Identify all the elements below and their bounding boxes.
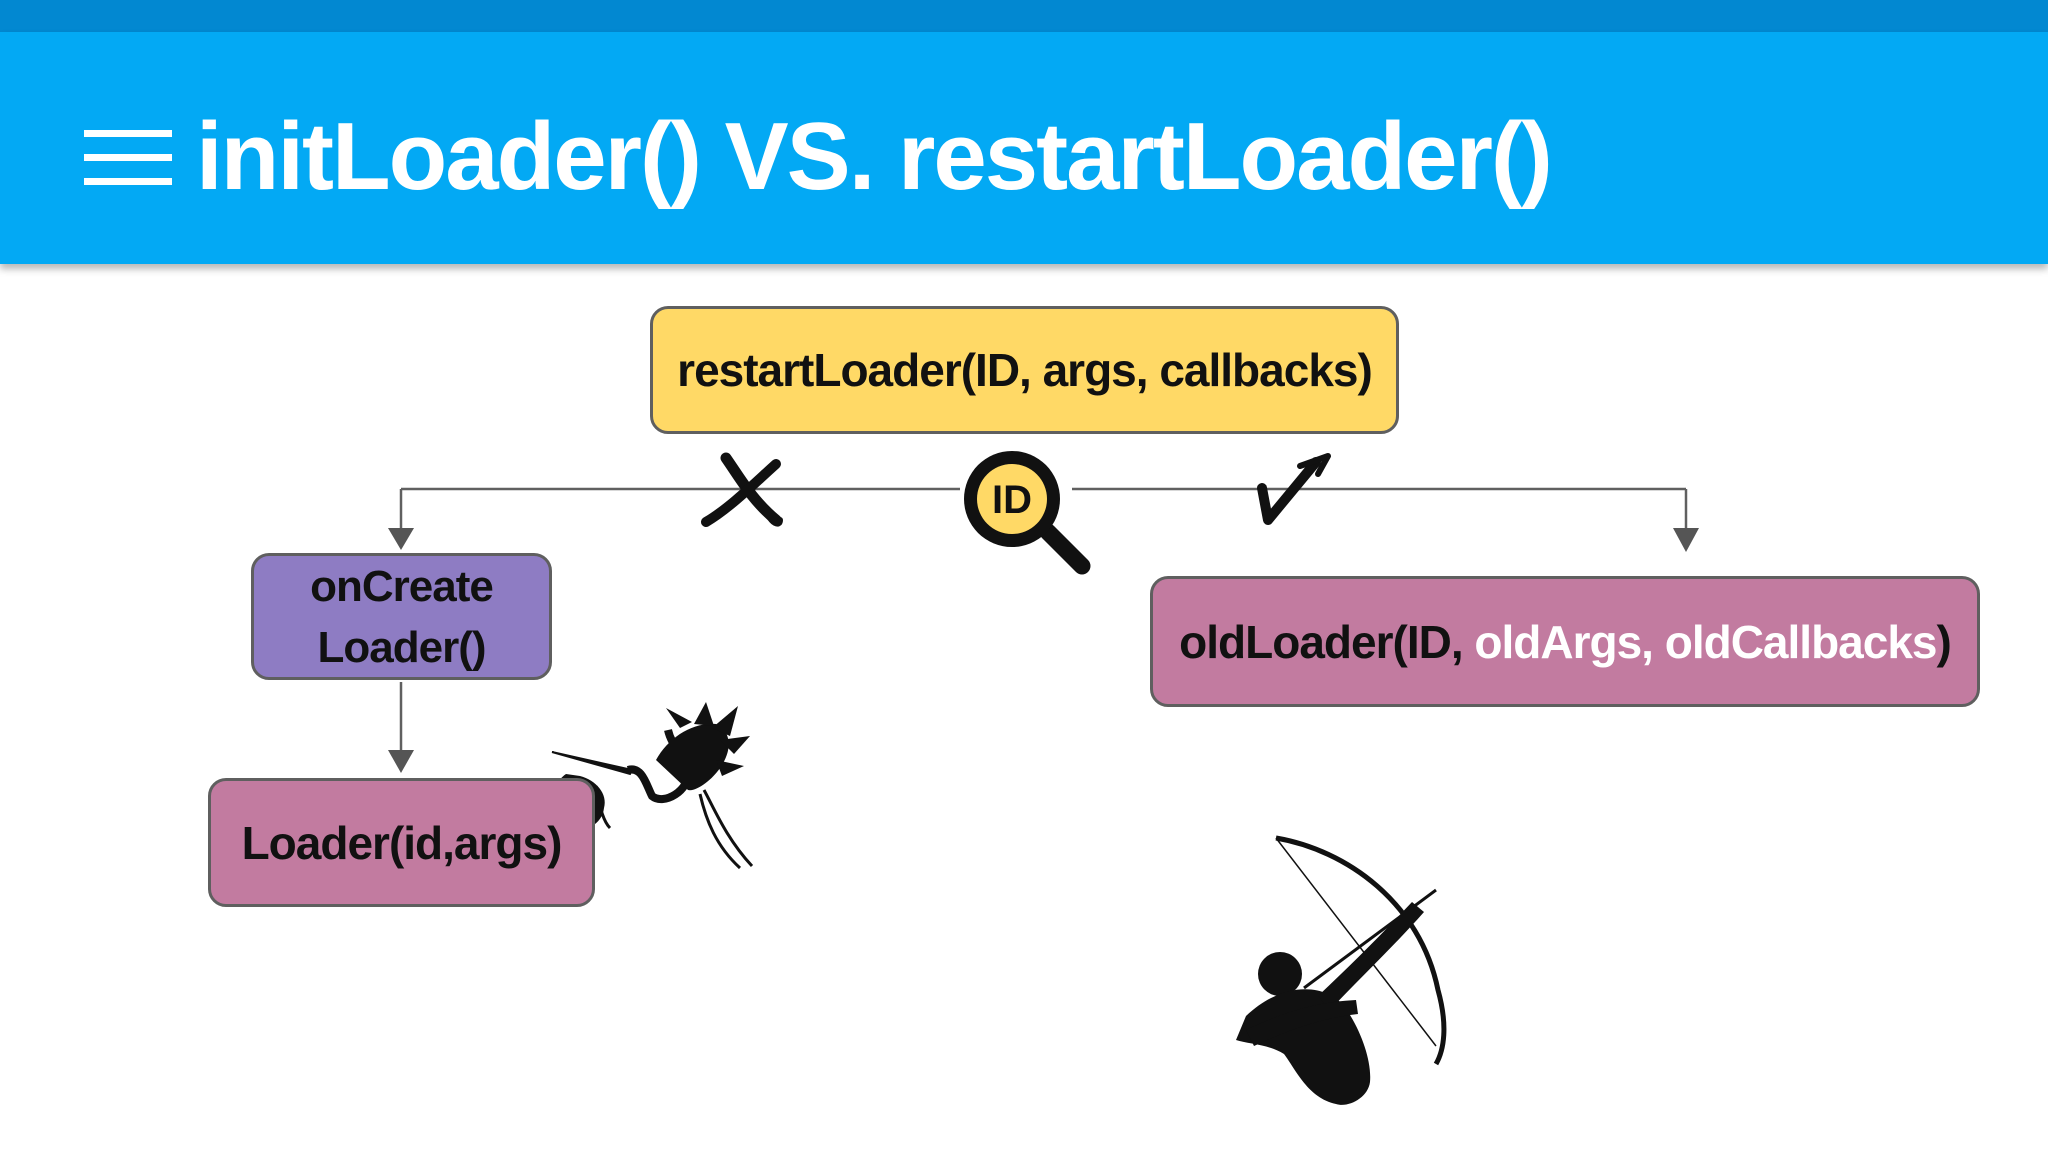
top-accent-strip [0,0,2048,32]
oncreate-loader-line-1: onCreate [310,561,494,611]
menu-icon [84,130,172,186]
check-mark-icon [1257,453,1331,525]
oncreate-loader-line-2: Loader() [317,622,487,672]
loader-label: Loader(id,args) [241,816,563,869]
old-loader-box: oldLoader(ID, oldArgs, oldCallbacks) [1150,576,1980,707]
old-loader-prefix: oldLoader(ID, [1179,615,1475,668]
restart-loader-label: restartLoader(ID, args, callbacks) [677,344,1373,396]
slide-header: initLoader() VS. restartLoader() [0,32,2048,264]
archer-icon [1236,835,1447,1105]
magnifier-icon [964,451,1091,575]
loader-box: Loader(id,args) [208,778,595,907]
old-loader-suffix: ) [1936,615,1952,668]
arrowhead-old-loader [1673,528,1699,552]
arrowhead-oncreate [388,528,414,550]
arrowhead-loader [388,750,414,773]
oncreate-loader-box: onCreate Loader() [251,553,552,680]
cross-mark-icon [701,452,783,527]
id-lookup-label: ID [992,478,1032,522]
old-loader-highlight: oldArgs, oldCallbacks [1474,615,1937,668]
slide-title: initLoader() VS. restartLoader() [196,103,1553,210]
restart-loader-box: restartLoader(ID, args, callbacks) [650,306,1399,434]
